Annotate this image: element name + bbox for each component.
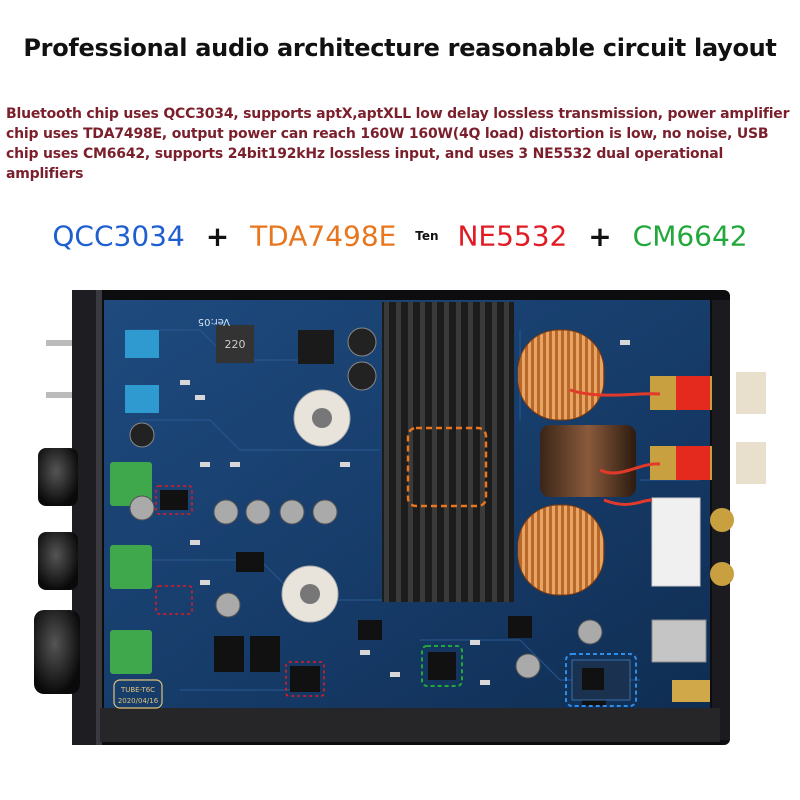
version-label: Ver:05 [198, 316, 230, 327]
speaker-wires [569, 388, 661, 506]
ten-label: Ten [415, 229, 439, 243]
smd-components [180, 340, 630, 685]
description-text: Bluetooth chip uses QCC3034, supports ap… [6, 106, 790, 182]
chip-qcc3034: QCC3034 [52, 219, 185, 253]
chip-list: QCC3034 + TDA7498E Ten NE5532 + CM6642 [0, 218, 800, 253]
qcc3034-highlight [565, 653, 637, 707]
inductor [216, 325, 254, 363]
plus-sign: + [205, 219, 230, 253]
volume-knobs [34, 448, 80, 694]
front-panel-edge [96, 290, 102, 745]
chip-tda7498e: TDA7498E [250, 219, 397, 253]
inductor-label: 220 [225, 338, 246, 351]
ic-chips [160, 490, 606, 706]
antenna-connector [672, 680, 710, 702]
ne5532-highlights [155, 485, 325, 697]
regulator [298, 330, 334, 364]
model-badge [113, 679, 163, 709]
output-inductors [517, 329, 605, 596]
amplifier-board-photo: 220 Ver:05 [34, 290, 766, 745]
tube-sockets [281, 389, 351, 623]
electrolytic-capacitors [129, 327, 603, 679]
cm6642-highlight [421, 645, 463, 687]
qcc3034-chip [582, 668, 604, 690]
chip-ne5532: NE5532 [457, 219, 568, 253]
filter-capacitor [540, 425, 636, 497]
rca-inputs [710, 508, 734, 586]
bottom-rail [100, 708, 720, 742]
potentiometers [110, 462, 152, 674]
page-title: Professional audio architecture reasonab… [23, 34, 777, 62]
tda7498e-highlight [406, 426, 488, 508]
date-label: 2020/04/16 [118, 697, 159, 705]
model-label: TUBE-T6C [120, 686, 155, 694]
speaker-terminals [650, 372, 766, 484]
heatsink [382, 302, 514, 602]
toggle-switches [46, 330, 159, 413]
cm6642-chip [428, 652, 456, 680]
chip-cm6642: CM6642 [632, 219, 748, 253]
plus-sign: + [588, 219, 612, 253]
usb-port [651, 619, 707, 663]
power-connector [651, 497, 701, 587]
